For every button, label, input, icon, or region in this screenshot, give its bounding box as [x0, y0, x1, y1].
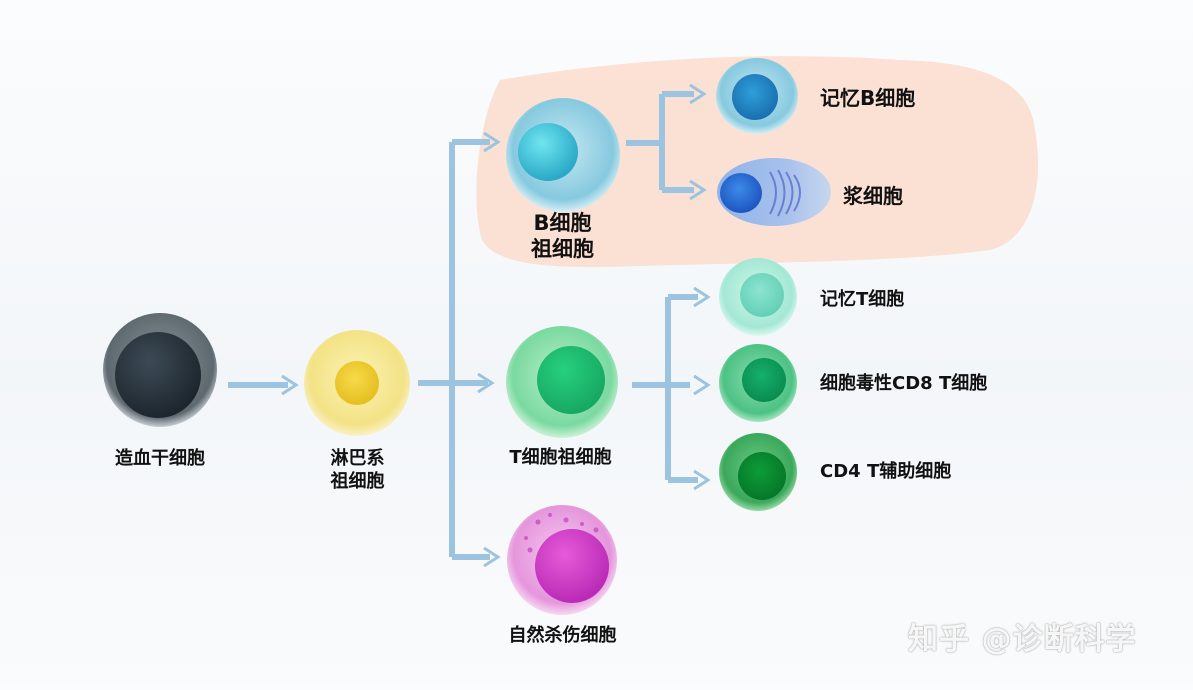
label-hsc: 造血干细胞	[115, 448, 205, 469]
memory-t-cell-icon	[719, 258, 797, 336]
plasma-cell-icon	[717, 158, 831, 226]
arrowhead-plasma	[689, 179, 707, 201]
hsc-cell-icon	[103, 313, 217, 427]
arrowhead-t-progenitor	[477, 372, 495, 394]
arrow-heads	[281, 83, 711, 568]
b-progenitor-cell-icon	[506, 98, 620, 212]
cd8-t-cell-icon	[719, 344, 797, 422]
label-plasma: 浆细胞	[843, 184, 903, 208]
label-b-progenitor-line1: B细胞	[533, 211, 592, 235]
arrowhead-cd4	[693, 469, 711, 491]
arrowhead-nk	[483, 546, 501, 568]
watermark: 知乎 @诊断科学	[908, 622, 1137, 657]
label-cd8: 细胞毒性CD8 T细胞	[820, 373, 988, 394]
arrowhead-memory-t	[693, 286, 711, 308]
memory-b-cell-icon	[716, 58, 798, 134]
arrowhead-cd8	[693, 374, 711, 396]
cd4-t-cell-icon	[719, 433, 797, 511]
label-cd4: CD4 T辅助细胞	[820, 461, 952, 482]
label-memory-t: 记忆T细胞	[820, 289, 905, 310]
arrowhead-memory-b	[689, 83, 707, 105]
label-nk: 自然杀伤细胞	[508, 625, 617, 646]
lymphoid-progenitor-cell-icon	[304, 330, 410, 436]
label-memory-b: 记忆B细胞	[820, 86, 916, 110]
label-b-progenitor: B细胞 祖细胞	[510, 210, 615, 263]
arrowhead-b-progenitor	[483, 131, 501, 153]
label-lymphoid-progenitor: 淋巴系 祖细胞	[310, 448, 405, 493]
t-progenitor-cell-icon	[506, 326, 618, 438]
label-lymphoid-line1: 淋巴系	[330, 448, 385, 469]
label-b-progenitor-line2: 祖细胞	[531, 237, 594, 262]
nk-cell-icon	[507, 505, 617, 615]
label-t-progenitor: T细胞祖细胞	[509, 447, 612, 468]
connector-lines	[228, 91, 698, 560]
arrowhead-lymphoid	[281, 374, 299, 396]
label-lymphoid-line2: 祖细胞	[330, 470, 385, 492]
